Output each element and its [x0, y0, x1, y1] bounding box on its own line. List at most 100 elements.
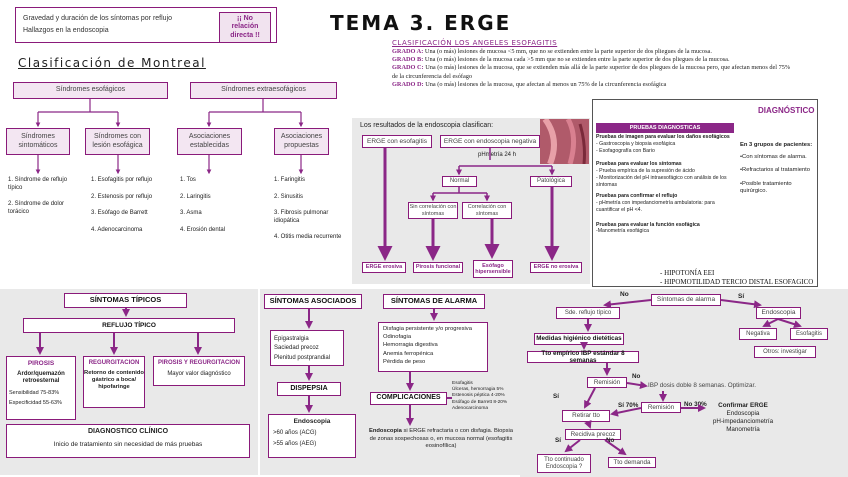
associated-symptom-2: Saciedad precoz — [274, 345, 319, 352]
on-demand-node: Tto demanda — [608, 457, 656, 468]
double-ppi-node: IBP dosis doble 8 semanas. Optimizar. — [648, 381, 757, 389]
alarm-symptoms-node: Síntomas de alarma — [651, 294, 721, 306]
established-item-2: 2. Laringitis — [180, 193, 211, 200]
endoscopy-age-label: Endoscopia — [293, 418, 331, 425]
endoscopy-node: Endoscopia — [756, 307, 801, 319]
esophageal-lesion-item-1: 1. Esofagitis por reflujo — [91, 177, 153, 183]
patient-group-1: •Con síntomas de alarma. — [740, 153, 807, 160]
complication-4: Esófago de Barrett 8-20% — [452, 399, 508, 405]
pyrosis-description: Ardor/quemazón retroesternal — [17, 371, 65, 385]
confirm-test-2: pH-impedanciometría — [712, 417, 774, 425]
alarm-symptom-3: Hemorragia digestiva — [383, 342, 438, 349]
regurgitation-label: REGURGITACION — [88, 360, 140, 366]
la-grade-2: GRADO B: Una (o más) lesiones de la muco… — [392, 56, 796, 64]
imaging-tests-heading: Pruebas de imagen para evaluar los daños… — [596, 134, 730, 140]
esophageal-lesion-item-3: 3. Esófago de Barrett — [91, 210, 148, 216]
non-erosive-erge-result: ERGE no erosiva — [530, 262, 582, 273]
endoscopy-title: Los resultados de la endoscopia clasific… — [360, 122, 494, 129]
established-associations-box: Asociaciones establecidas — [177, 128, 242, 155]
clinical-diagnosis-box: DIAGNOSTICO CLÍNICO Inicio de tratamient… — [6, 424, 250, 458]
functional-pyrosis-result: Pirosis funcional — [413, 262, 463, 273]
montreal-title: Clasificación de Montreal — [18, 56, 206, 70]
no-correlation-box: Sin correlación con síntomas — [408, 202, 458, 219]
withdraw-treatment-node: Retirar tto — [562, 410, 610, 422]
la-grade-text: Una (o más) lesiones de la mucosa cada >… — [424, 56, 730, 64]
alarm-symptom-5: Pérdida de peso — [383, 358, 426, 365]
specificity-value: Especificidad 55-63% — [9, 400, 62, 407]
no-30-label: No 30% — [684, 401, 707, 408]
regurgitation-description: Retorno de contenido gástrico a boca/ hi… — [84, 370, 144, 390]
diagnosis-title: DIAGNÓSTICO — [758, 106, 815, 115]
reflux-test-1: - pHmetría con impedanciometría ambulato… — [596, 200, 715, 213]
established-item-4: 4. Erosión dental — [180, 226, 226, 233]
proposed-item-2: 2. Sinusitis — [274, 193, 304, 200]
severity-line-1: Gravedad y duración de los síntomas por … — [23, 15, 173, 22]
endoscopy-refractory-label: Endoscopia — [368, 428, 402, 434]
no-relation-badge: ¡¡ No relación directa !! — [219, 12, 271, 44]
alarm-symptom-4: Anemia ferropénica — [383, 350, 434, 357]
esophageal-lesion-item-2: 2. Estenosis por reflujo — [91, 193, 153, 200]
early-relapse-node: Recidiva precoz — [565, 429, 621, 440]
esophagitis-node: Esofagitis — [790, 328, 828, 340]
severity-box: Gravedad y duración de los síntomas por … — [15, 7, 277, 44]
remission-node-2: Remisión — [641, 402, 681, 413]
no-label-1: No — [620, 291, 629, 298]
alarm-symptom-2: Odinofagia — [383, 334, 412, 341]
alarm-symptom-1: Disfagia persistente y/o progresiva — [383, 326, 472, 332]
manometry-note-2: - HIPOMOTILIDAD TERCIO DISTAL ESOFAGICO — [660, 278, 814, 286]
symptomatic-item-1: 1. Síndrome de reflujo típico — [8, 177, 68, 191]
manometry-note-1: - HIPOTONÍA EEI — [660, 269, 715, 277]
typical-symptoms-title: SÍNTOMAS TÍPICOS — [64, 293, 187, 308]
erge-negative-box: ERGE con endoscopia negativa — [440, 135, 540, 148]
phmetry-label: pHmetría 24 h — [478, 152, 517, 158]
complications-box: COMPLICACIONES — [370, 392, 447, 405]
established-item-3: 3. Asma — [180, 210, 202, 216]
typical-reflux-box: REFLUJO TÍPICO — [23, 318, 235, 333]
pyrosis-label: PIROSIS — [27, 360, 55, 367]
function-tests-heading: Pruebas para evaluar la función esofágic… — [596, 221, 700, 228]
esophageal-lesion-box: Síndromes con lesión esofágica — [85, 128, 150, 155]
esophageal-lesion-list: 1. Esofagitis por reflujo 2. Estenosis po… — [91, 177, 161, 243]
la-grade-label: GRADO D: — [392, 80, 426, 88]
yes-70-label: Sí 70% — [618, 402, 639, 409]
clinical-diagnosis-label: DIAGNOSTICO CLÍNICO — [87, 428, 169, 435]
yes-label-1: Sí — [738, 293, 745, 300]
complication-5: Adenocarcinoma — [452, 405, 488, 411]
patient-groups-intro: En 3 grupos de pacientes: — [740, 142, 813, 148]
los-angeles-classification: CLASIFICACIÓN LOS ANGELES ESOFAGITIS GRA… — [392, 39, 796, 89]
esophagus-image — [540, 119, 589, 164]
proposed-item-1: 1. Faringitis — [274, 177, 306, 183]
la-grade-3: GRADO C: Una (o más) lesiones de la muco… — [392, 64, 796, 80]
esophageal-lesion-item-4: 4. Adenocarcinoma — [91, 226, 143, 233]
la-grade-label: GRADO C: — [392, 64, 426, 72]
correlation-box: Correlación con síntomas — [462, 202, 512, 219]
complication-3: Estenosis péptica 4-20% — [452, 393, 505, 399]
clinical-diagnosis-text: Inicio de tratamiento sin necesidad de m… — [53, 441, 203, 448]
alarm-symptoms-title: SÍNTOMAS DE ALARMA — [383, 294, 485, 309]
function-test-1: -Manometría esofágica — [596, 228, 650, 235]
empirical-ppi-node: Tto empírico IBP estándar 8 semanas — [527, 350, 639, 364]
la-grade-1: GRADO A: Una (o más) lesiones de mucosa … — [392, 48, 796, 56]
la-grade-text: Una (o más) lesiones de mucosa <5 mm, qu… — [424, 48, 712, 55]
pyrosis-regurgitation-label: PIROSIS Y REGURGITACION — [157, 360, 240, 366]
negative-node: Negativa — [739, 328, 777, 340]
hypersensitive-esophagus-result: Esófago hipersensible — [473, 260, 513, 278]
associated-symptoms-title: SÍNTOMAS ASOCIADOS — [264, 294, 362, 309]
proposed-item-3: 3. Fibrosis pulmonar idiopática — [274, 210, 329, 224]
extraesophageal-syndromes-box: Síndromes extraesofágicos — [190, 82, 337, 99]
normal-box: Normal — [442, 176, 477, 187]
confirm-test-1: Endoscopia — [726, 409, 760, 417]
symptom-test-1: - Prueba empírica de la supresión de áci… — [596, 168, 695, 174]
imaging-test-2: - Esofagografía con Bario — [596, 147, 655, 154]
la-grade-4: GRADO D: Una (o más) lesiones de la muco… — [392, 81, 796, 89]
endoscopy-refractory-desc: si ERGE refractaria o con disfagia. Biop… — [369, 428, 514, 450]
proposed-list: 1. Faringitis 2. Sinusitis 3. Fibrosis pul… — [274, 177, 346, 251]
confirm-test-3: Manometría — [726, 425, 760, 433]
sensitivity-value: Sensibilidad 75-83% — [9, 390, 60, 397]
remission-node-1: Remisión — [587, 377, 627, 388]
dyspepsia-box: DISPEPSIA — [277, 382, 341, 396]
